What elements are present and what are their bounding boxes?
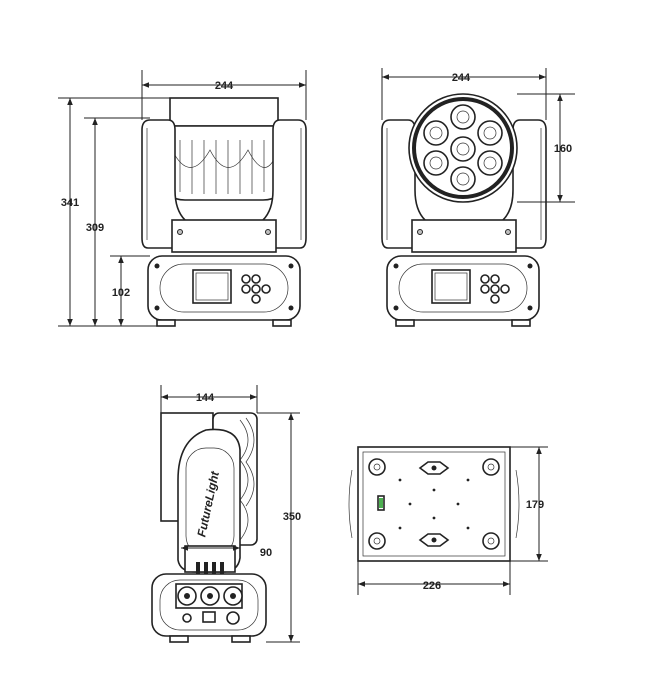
lens-height-label: 160 <box>554 143 572 155</box>
lens-width-label: 244 <box>452 72 471 84</box>
front-dimension-lines <box>58 70 307 327</box>
led-lenses <box>423 104 503 192</box>
side-depth-label: 144 <box>196 392 215 404</box>
side-view: FutureLight <box>151 412 267 643</box>
bottom-width-label: 226 <box>423 580 441 592</box>
front-body-height-label: 309 <box>86 222 104 234</box>
lens-dimension-lines <box>381 68 575 203</box>
lens-view <box>381 93 547 327</box>
bottom-view <box>348 446 520 562</box>
bottom-depth-label: 179 <box>526 499 544 511</box>
front-width-label: 244 <box>215 80 234 92</box>
front-base-height-label: 102 <box>112 287 130 299</box>
front-view <box>141 97 307 327</box>
side-offset-label: 90 <box>260 547 272 559</box>
bottom-dimension-lines <box>357 446 548 595</box>
front-overall-height-label: 341 <box>61 197 79 209</box>
side-dimension-lines <box>160 385 300 643</box>
side-height-label: 350 <box>283 511 301 523</box>
